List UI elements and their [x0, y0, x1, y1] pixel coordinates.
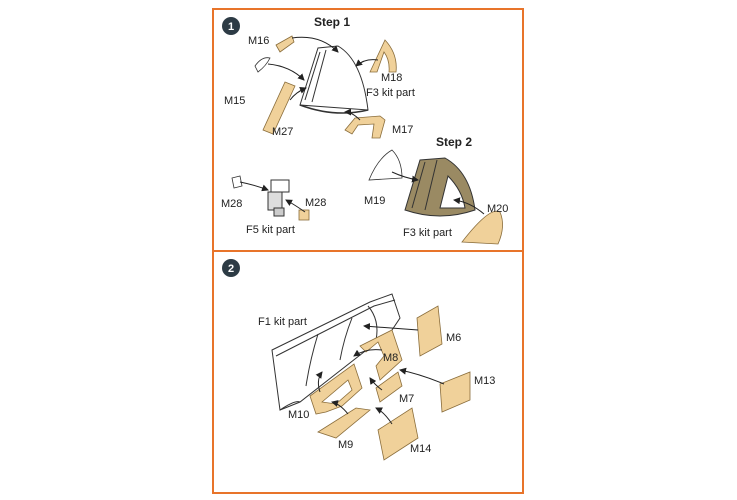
- mask-m28: [298, 209, 310, 221]
- mask-m18: [369, 39, 397, 73]
- arrow-m16: [291, 36, 339, 53]
- mask-m27: [262, 81, 296, 135]
- label-f5-kit-part: F5 kit part: [246, 224, 295, 236]
- arrow-m9: [331, 400, 349, 415]
- mask-m13: [439, 371, 471, 413]
- canopy-part-step1: [299, 45, 369, 114]
- arrow-m28-right: [285, 199, 306, 213]
- label-m10: M10: [288, 409, 309, 421]
- label-m18: M18: [381, 72, 402, 84]
- arrow-m18: [355, 59, 379, 67]
- mask-m14: [377, 407, 419, 461]
- step-2-title: Step 2: [436, 135, 472, 149]
- mask-m6: [416, 305, 443, 357]
- label-m15: M15: [224, 95, 245, 107]
- canopy-part-step2: [404, 157, 476, 217]
- f5-kit-part: [267, 179, 290, 217]
- badge-2: 2: [222, 259, 240, 277]
- badge-1-number: 1: [228, 21, 234, 33]
- label-f3-kit-part-1: F3 kit part: [366, 87, 415, 99]
- badge-1: 1: [222, 17, 240, 35]
- arrow-m8: [353, 349, 383, 357]
- arrow-m20: [453, 197, 485, 215]
- label-m17: M17: [392, 124, 413, 136]
- mask-m20: [461, 210, 503, 245]
- label-m6: M6: [446, 332, 461, 344]
- arrow-m17: [344, 108, 361, 121]
- mask-m19: [368, 149, 403, 181]
- label-m7: M7: [399, 393, 414, 405]
- mask-m9: [317, 407, 371, 439]
- mask-m8: [359, 329, 403, 381]
- label-m28-right: M28: [305, 197, 326, 209]
- arrow-m13: [399, 367, 445, 385]
- label-m19: M19: [364, 195, 385, 207]
- panel-step-2: [212, 252, 524, 494]
- label-m27: M27: [272, 126, 293, 138]
- label-m9: M9: [338, 439, 353, 451]
- arrow-m10: [315, 371, 323, 393]
- mask-m16: [275, 35, 295, 53]
- badge-2-number: 2: [228, 263, 234, 275]
- label-f3-kit-part-2: F3 kit part: [403, 227, 452, 239]
- mask-m17: [344, 115, 386, 139]
- arrow-m14: [375, 407, 393, 425]
- mask-m15: [254, 57, 271, 73]
- arrow-m27: [289, 86, 307, 101]
- label-m28-left: M28: [221, 198, 242, 210]
- label-m13: M13: [474, 375, 495, 387]
- step-1-title: Step 1: [314, 15, 350, 29]
- label-m14: M14: [410, 443, 431, 455]
- arrow-m6: [363, 322, 419, 331]
- label-m16: M16: [248, 35, 269, 47]
- mask-m7: [375, 371, 403, 403]
- label-f1-kit-part: F1 kit part: [258, 316, 307, 328]
- mask-m28-small: [231, 175, 243, 189]
- label-m8: M8: [383, 352, 398, 364]
- arrow-m7: [369, 377, 383, 391]
- arrow-m15: [267, 63, 305, 81]
- arrow-m28-left: [239, 181, 269, 192]
- label-m20: M20: [487, 203, 508, 215]
- arrow-m19: [391, 171, 419, 183]
